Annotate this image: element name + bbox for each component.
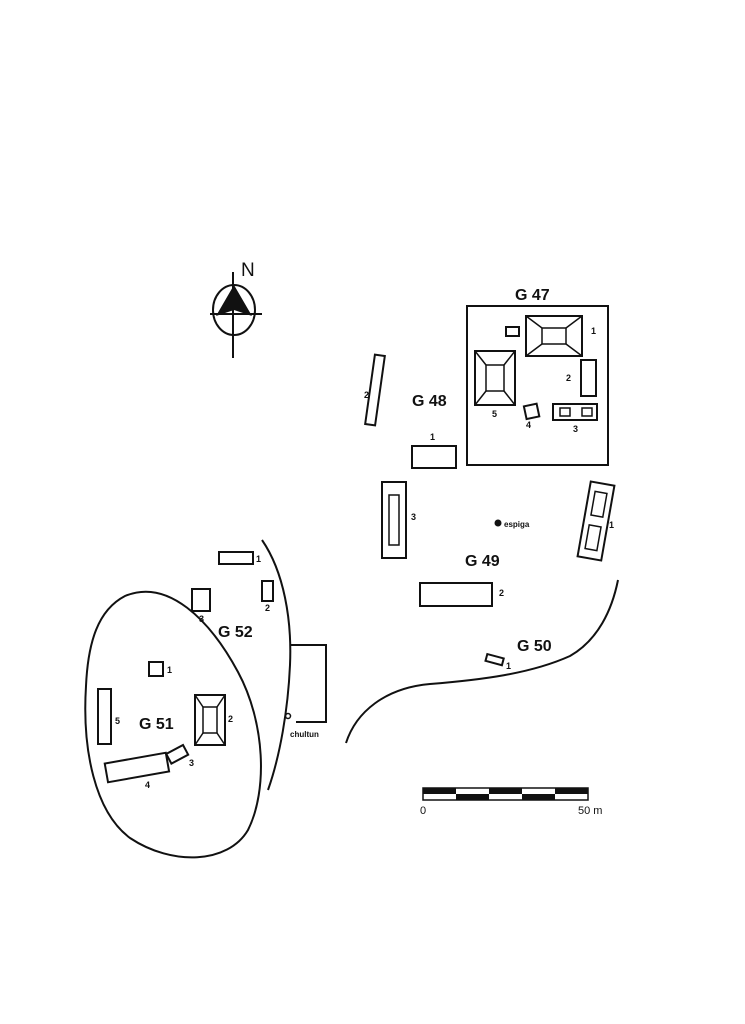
g47-label: G 47 [515, 287, 550, 304]
g47-structure-5-number: 5 [492, 409, 497, 419]
chultun-feature: chultun [284, 644, 327, 739]
g47-enclosure [466, 305, 609, 466]
g49-structure-1 [576, 480, 616, 562]
g48-label: G 48 [412, 393, 447, 410]
chultun-label: chultun [290, 730, 319, 739]
g47-structure-4 [522, 402, 541, 421]
g48-structure-2-number: 2 [364, 390, 369, 400]
g51-structure-4-number: 4 [145, 780, 150, 790]
g47-structure-5 [474, 350, 516, 406]
g50-structure-1-number: 1 [506, 661, 511, 671]
g47-structure-1-number: 1 [591, 326, 596, 336]
g48-structure-3-number: 3 [411, 512, 416, 522]
g51-structure-4 [103, 751, 171, 784]
g47-structure-1 [525, 315, 583, 357]
g49-structure-2 [419, 582, 493, 607]
g51-structure-1 [148, 661, 164, 677]
group-g52: G 52 1 2 3 [191, 551, 274, 641]
scale-bar: 0 50 m [420, 787, 602, 817]
group-g47: G 47 1 2 5 4 3 [466, 287, 609, 466]
north-label: N [241, 260, 255, 281]
g51-structure-5-number: 5 [115, 716, 120, 726]
g47-structure-4-number: 4 [526, 420, 531, 430]
g52-structure-2-number: 2 [265, 603, 270, 613]
espiga-marker: espiga [494, 519, 530, 529]
g50-label: G 50 [517, 638, 552, 655]
g52-label: G 52 [218, 624, 253, 641]
contour-line-left [261, 539, 292, 791]
g47-structure-3-number: 3 [573, 424, 578, 434]
g50-structure-1 [484, 652, 505, 667]
g48-structure-2 [364, 353, 386, 427]
g51-structure-2 [194, 694, 226, 746]
scale-start-label: 0 [420, 805, 426, 817]
group-g49: G 49 1 2 [419, 480, 616, 607]
g51-structure-5 [97, 688, 112, 745]
g49-structure-1-number: 1 [609, 520, 614, 530]
group-g51: G 51 1 2 5 3 4 [84, 590, 262, 859]
g51-boundary [84, 590, 262, 859]
g51-structure-2-number: 2 [228, 714, 233, 724]
g51-structure-3-number: 3 [189, 758, 194, 768]
g47-small-structure [505, 326, 520, 337]
g49-structure-2-number: 2 [499, 588, 504, 598]
g48-structure-1 [411, 445, 457, 469]
g47-structure-3 [552, 403, 598, 421]
group-g50: G 50 1 [484, 638, 552, 671]
g49-label: G 49 [465, 553, 500, 570]
g48-structure-3 [381, 481, 407, 559]
g47-structure-2 [580, 359, 597, 397]
g48-structure-1-number: 1 [430, 432, 435, 442]
espiga-label: espiga [504, 520, 530, 529]
g52-structure-3 [191, 588, 211, 612]
north-arrow: N [210, 260, 262, 358]
g52-structure-3-number: 3 [199, 614, 204, 624]
g52-structure-1 [218, 551, 254, 565]
group-g48: G 48 2 1 3 [364, 353, 457, 559]
g52-structure-1-number: 1 [256, 554, 261, 564]
contour-line-right [345, 579, 619, 744]
g51-structure-3 [164, 743, 190, 765]
g47-structure-2-number: 2 [566, 373, 571, 383]
g51-label: G 51 [139, 716, 174, 733]
g52-structure-2 [261, 580, 274, 602]
g51-structure-1-number: 1 [167, 665, 172, 675]
scale-end-label: 50 m [578, 805, 602, 817]
